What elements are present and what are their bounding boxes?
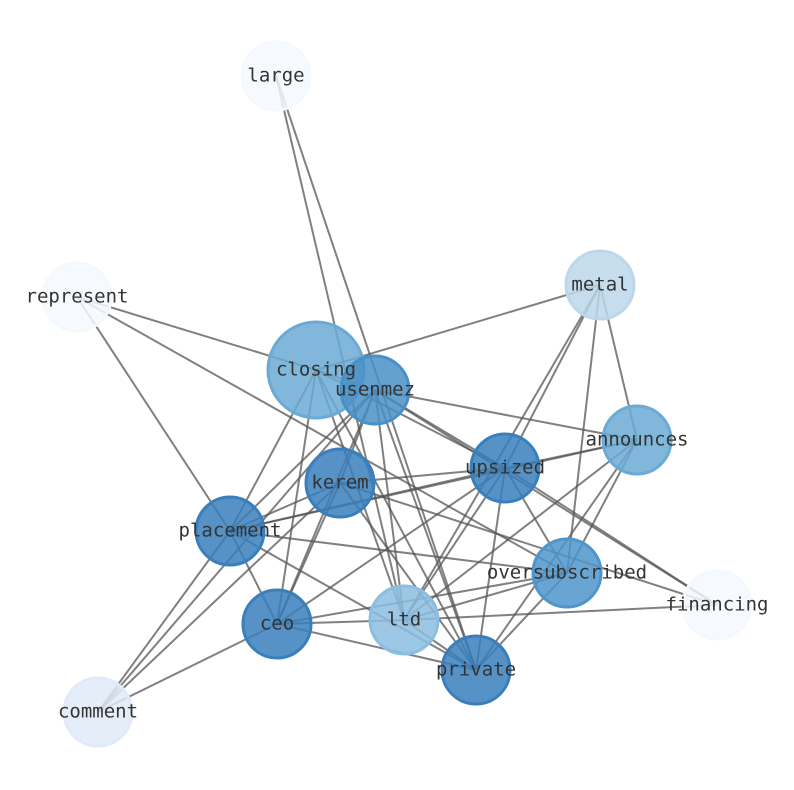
edge-placement-oversubscribed: [229, 530, 568, 574]
node-large[interactable]: [240, 40, 312, 112]
node-label-announces: announces: [586, 429, 689, 451]
edge-represent-oversubscribed: [76, 296, 568, 574]
node-label-placement: placement: [179, 520, 282, 542]
edge-private-closing: [315, 369, 477, 671]
edge-represent-placement: [76, 296, 231, 532]
node-comment[interactable]: [62, 676, 134, 748]
node-oversubscribed[interactable]: [531, 537, 603, 609]
edge-upsized-ceo: [276, 467, 506, 625]
node-label-metal: metal: [571, 274, 628, 296]
node-label-large: large: [247, 65, 304, 87]
node-label-private: private: [436, 659, 516, 681]
node-announces[interactable]: [601, 404, 673, 476]
node-usenmez[interactable]: [339, 354, 411, 426]
node-label-financing: financing: [666, 594, 769, 616]
edge-private-placement: [229, 530, 477, 671]
node-label-ltd: ltd: [387, 609, 421, 631]
node-ceo[interactable]: [241, 588, 313, 660]
node-private[interactable]: [440, 634, 512, 706]
node-label-represent: represent: [26, 286, 129, 308]
edge-financing-kerem: [339, 482, 718, 606]
node-label-usenmez: usenmez: [335, 379, 415, 401]
node-upsized[interactable]: [469, 432, 541, 504]
edge-announces-ltd: [403, 439, 638, 621]
edge-ltd-usenmez: [374, 389, 405, 621]
nodes-layer: [41, 40, 753, 748]
edge-announces-usenmez: [374, 389, 638, 441]
edge-private-kerem: [339, 482, 477, 671]
node-represent[interactable]: [41, 261, 113, 333]
edge-comment-placement: [97, 530, 231, 713]
node-placement[interactable]: [194, 495, 266, 567]
node-financing[interactable]: [681, 569, 753, 641]
node-label-comment: comment: [58, 701, 138, 723]
edge-comment-kerem: [97, 482, 341, 713]
edge-private-usenmez: [374, 389, 477, 671]
node-label-kerem: kerem: [311, 472, 368, 494]
node-metal[interactable]: [564, 249, 636, 321]
node-kerem[interactable]: [304, 447, 376, 519]
node-ltd[interactable]: [368, 584, 440, 656]
node-label-closing: closing: [276, 359, 356, 381]
node-label-oversubscribed: oversubscribed: [487, 562, 647, 584]
node-label-upsized: upsized: [465, 457, 545, 479]
edge-financing-usenmez: [374, 389, 718, 606]
node-label-ceo: ceo: [260, 613, 294, 635]
